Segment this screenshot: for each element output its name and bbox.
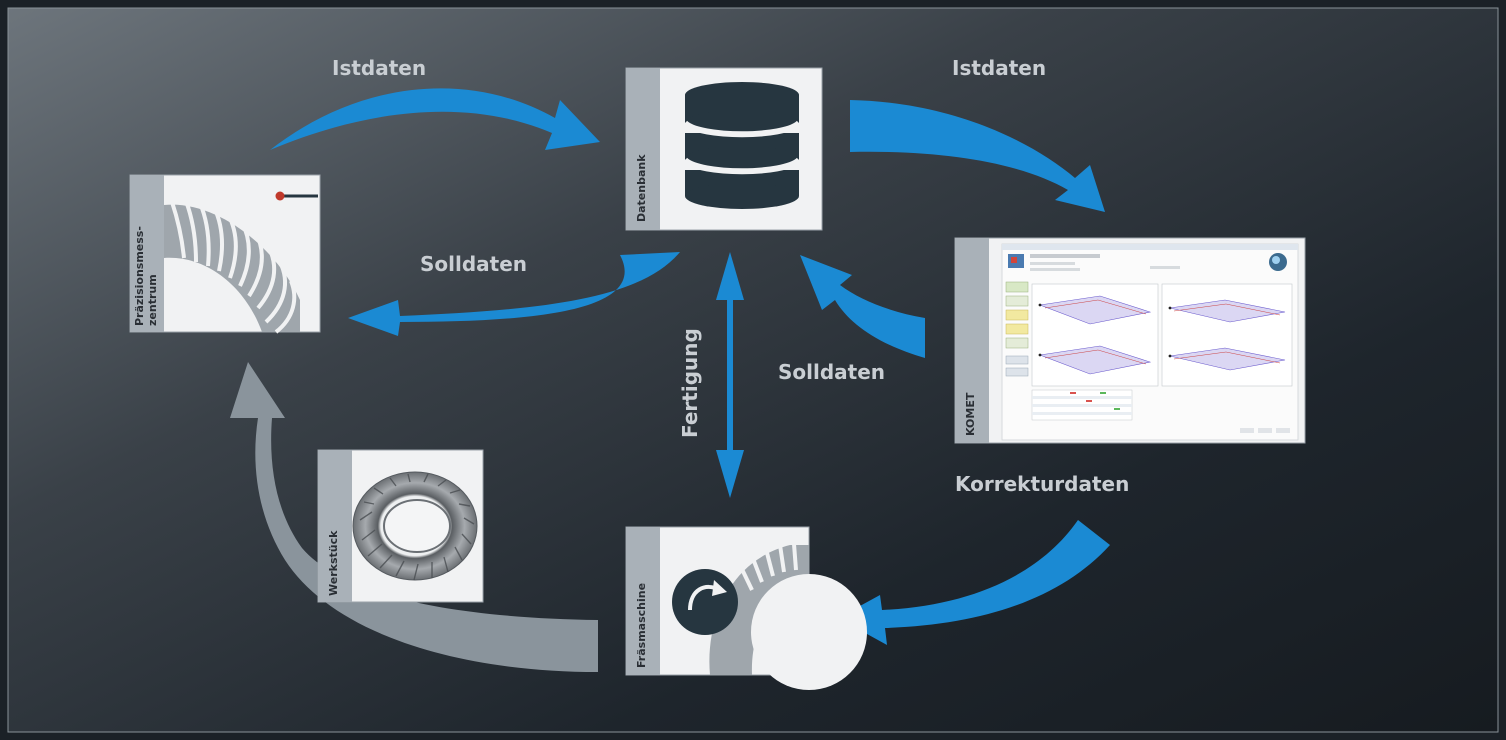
label-istdaten-right: Istdaten	[952, 56, 1047, 80]
gear-teeth-icon	[164, 200, 300, 334]
node-title-pmz-line1: Präzisionsmess-	[133, 226, 146, 326]
arrow-istdaten-left	[270, 88, 600, 150]
arrow-korrekturdaten	[838, 520, 1110, 645]
milling-gear-icon	[709, 543, 867, 690]
label-korrekturdaten: Korrekturdaten	[955, 472, 1130, 496]
node-komet	[954, 237, 1306, 444]
arrow-solldaten-right	[800, 255, 925, 358]
label-fertigung: Fertigung	[678, 328, 702, 438]
node-datenbank	[625, 67, 823, 231]
node-title-komet: KOMET	[964, 392, 977, 436]
probe-icon	[275, 191, 318, 201]
node-fraesmaschine	[625, 526, 867, 690]
label-solldaten-right: Solldaten	[778, 360, 886, 384]
label-istdaten-left: Istdaten	[332, 56, 427, 80]
node-title-werkstueck: Werkstück	[327, 530, 340, 596]
milling-tool-icon	[672, 569, 738, 635]
bevel-gear-photo	[352, 471, 478, 581]
node-title-fraesmaschine: Fräsmaschine	[635, 582, 648, 668]
arrow-fertigung	[716, 252, 744, 498]
arrow-istdaten-right	[850, 100, 1105, 212]
komet-software-screenshot	[1001, 243, 1299, 441]
database-icon	[682, 82, 802, 209]
node-title-datenbank: Datenbank	[635, 154, 648, 222]
label-solldaten-left: Solldaten	[420, 252, 528, 276]
node-werkstueck	[317, 449, 484, 603]
arrow-solldaten-left	[348, 252, 680, 336]
node-praezisionsmesszentrum	[129, 174, 321, 334]
node-title-pmz-line2: zentrum	[146, 274, 159, 326]
